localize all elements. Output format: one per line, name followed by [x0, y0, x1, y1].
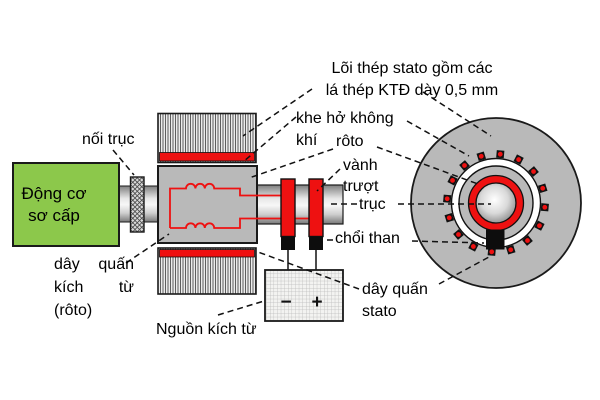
rotor-label: rôto [336, 133, 364, 150]
stator-winding-strip-bottom [159, 249, 255, 258]
leader-slip-ring [316, 168, 341, 192]
stator-slot-tooth [447, 175, 458, 186]
excitation-source-label: Nguồn kích từ [156, 321, 257, 338]
slot-winding-dot [489, 249, 495, 255]
leader-air-gap-left [242, 116, 297, 163]
shaft-segment-mid [143, 185, 160, 223]
field-winding-line1: dây quấn [54, 253, 134, 276]
stator-core-label-line2: lá thép KTĐ dày 0,5 mm [325, 82, 499, 99]
stator-winding-label-line1: dây quấn [362, 281, 428, 298]
field-winding-word4: từ [118, 279, 134, 296]
field-winding-word1: dây [54, 256, 80, 273]
battery-minus-sign: − [280, 292, 291, 313]
slot-winding-dot [542, 204, 548, 210]
brush-2 [309, 236, 323, 250]
shaft-cross-section [475, 182, 517, 224]
stator-winding-label: dây quấn stato [362, 279, 428, 323]
prime-mover-line2: sơ cấp [28, 205, 80, 225]
slot-winding-dot [446, 215, 452, 221]
slot-winding-dot [497, 151, 503, 157]
stator-slot-tooth [534, 220, 545, 231]
slip-ring-label-line2: trượt [343, 178, 379, 195]
excitation-source-box [264, 269, 344, 322]
stator-core-label: Lõi thép stato gồm các lá thép KTĐ dày 0… [306, 58, 518, 102]
slip-ring-2 [308, 178, 324, 238]
slot-winding-dot [508, 247, 514, 253]
slip-ring-label: vành trượt [343, 155, 378, 197]
stator-slot-tooth [459, 160, 470, 171]
prime-mover-box [12, 162, 120, 247]
slip-ring-1 [280, 178, 296, 238]
stator-slot-tooth [444, 212, 455, 223]
leader-stator-core-circle [422, 91, 492, 137]
air-gap-label-line2: khí [296, 132, 318, 149]
slot-winding-dot [462, 163, 467, 168]
stator-slot-tooth [505, 244, 516, 255]
slot-winding-dot [456, 232, 461, 237]
stator-slot-tooth [528, 166, 539, 177]
shaft-label: trục [359, 196, 386, 213]
brush-label: chổi than [335, 230, 400, 247]
stator-slot-tooth [522, 235, 533, 246]
shaft-right [255, 184, 344, 225]
stator-slot-tooth [476, 151, 487, 162]
shaft-coupling [129, 176, 145, 233]
leader-stator-core-left [242, 88, 313, 137]
leader-field-winding [125, 233, 170, 264]
stator-slot-tooth [443, 194, 452, 203]
brush-cross-section [486, 229, 505, 250]
slot-winding-dot [540, 185, 546, 191]
leader-stator-winding-left [257, 251, 360, 290]
slot-winding-dot [531, 169, 536, 174]
slip-ring-label-line1: vành [343, 157, 378, 174]
leader-rotor-left [248, 148, 334, 179]
prime-mover-line1: Động cơ [21, 183, 87, 203]
battery-plus-sign: + [311, 292, 322, 313]
stator-winding-label-line2: stato [362, 303, 397, 320]
field-winding-line3: (rôto) [54, 302, 93, 319]
stator-slots [443, 150, 549, 256]
stator-slot-tooth [496, 150, 505, 159]
leader-air-gap-circle [406, 120, 470, 157]
stator-slot-tooth [453, 229, 464, 240]
stator-slot-tooth [540, 203, 549, 212]
field-winding-label: dây quấn kích từ (rôto) [54, 253, 134, 322]
slot-winding-dot [444, 196, 450, 202]
stator-winding-strip-top [159, 152, 255, 162]
air-gap-label-line1: khe hở không [296, 110, 394, 127]
slot-winding-dot [470, 244, 476, 249]
field-winding-wire-top [169, 182, 288, 228]
leader-rotor-circle [376, 146, 479, 185]
rotor-body [157, 165, 258, 244]
field-winding-word2: quấn [98, 256, 134, 273]
stator-slot-tooth [468, 241, 479, 252]
slot-winding-dot [478, 153, 484, 159]
field-winding-word3: kích [54, 279, 84, 296]
field-winding-line2: kích từ [54, 276, 134, 299]
brush-1 [281, 236, 295, 250]
leader-brush-circle [411, 240, 485, 244]
stator-slot-tooth [537, 183, 548, 194]
leader-coupling [112, 149, 135, 176]
stator-core-label-line1: Lõi thép stato gồm các [331, 60, 493, 77]
stator-slot-tooth [487, 247, 496, 256]
slot-winding-dot [516, 157, 522, 162]
field-winding-wire-bottom [170, 217, 316, 229]
prime-mover-label: Động cơ sơ cấp [13, 163, 119, 246]
leader-excitation-source [217, 300, 265, 316]
coupling-label: nối trục [82, 131, 135, 148]
slot-winding-dot [450, 177, 455, 183]
slot-winding-dot [525, 238, 530, 243]
slot-winding-dot [537, 223, 542, 229]
stator-slot-tooth [513, 154, 524, 165]
